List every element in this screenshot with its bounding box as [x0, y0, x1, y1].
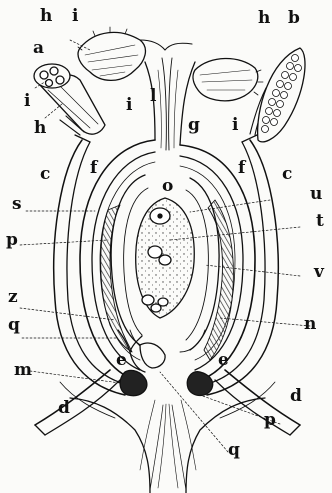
sepals	[35, 370, 300, 435]
label-s: s	[12, 196, 22, 213]
label-c-right: c	[282, 166, 292, 183]
nectaries	[120, 370, 213, 395]
label-o: o	[162, 178, 173, 195]
label-v: v	[314, 264, 324, 281]
label-l: l	[150, 88, 156, 105]
label-m: m	[14, 362, 32, 379]
label-f-left: f	[90, 160, 97, 177]
label-t: t	[316, 213, 324, 230]
label-p-left: p	[6, 232, 18, 249]
label-h-left: h	[40, 8, 52, 25]
label-f-right: f	[238, 160, 245, 177]
label-e-left: e	[116, 352, 127, 369]
label-h-right: h	[258, 10, 270, 27]
label-i-right: i	[232, 117, 238, 134]
label-n: n	[304, 316, 316, 333]
label-b: b	[288, 10, 300, 27]
label-q-left: q	[8, 317, 20, 334]
label-i-top-left: i	[72, 8, 78, 25]
label-i-center: i	[126, 97, 132, 114]
label-g: g	[188, 117, 200, 134]
embryo-sac	[136, 198, 195, 318]
label-q-bottom: q	[228, 442, 240, 459]
label-i-left: i	[24, 93, 30, 110]
label-h-lower-left: h	[34, 120, 46, 137]
label-z: z	[8, 289, 18, 306]
stigmas	[78, 27, 263, 101]
label-e-right: e	[218, 352, 229, 369]
label-d-right: d	[290, 388, 302, 405]
label-a: a	[33, 40, 44, 57]
label-d-left: d	[58, 400, 70, 417]
label-p-right: p	[264, 412, 276, 429]
label-u: u	[310, 186, 322, 203]
label-c-left: c	[40, 166, 50, 183]
